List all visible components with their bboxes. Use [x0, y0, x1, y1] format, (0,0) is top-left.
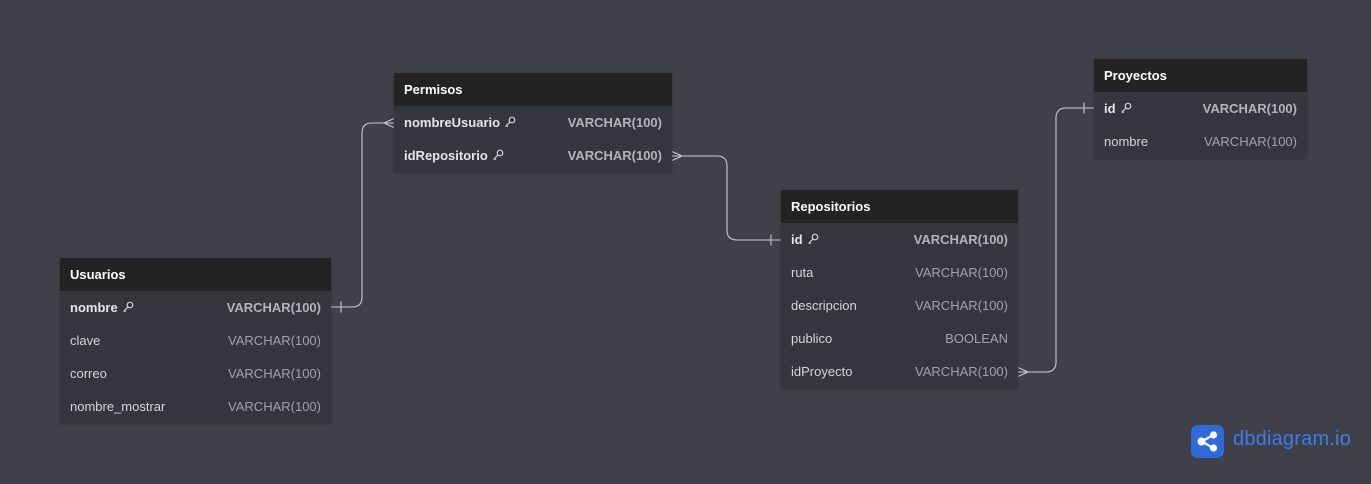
column-name: nombre_mostrar [70, 399, 166, 414]
column-row[interactable]: nombreUsuario VARCHAR(100) [394, 106, 672, 139]
key-icon [1120, 102, 1131, 114]
column-name: idProyecto [791, 364, 853, 379]
column-row[interactable]: ruta VARCHAR(100) [781, 256, 1018, 289]
key-icon [505, 116, 516, 128]
column-type: VARCHAR(100) [913, 232, 1008, 247]
column-row[interactable]: publico BOOLEAN [781, 322, 1018, 355]
column-type: VARCHAR(100) [915, 265, 1008, 280]
column-type: VARCHAR(100) [567, 148, 662, 163]
table-proyectos[interactable]: Proyectos id VARCHAR(100) nombre VARCHAR… [1094, 59, 1307, 158]
column-name: nombre [1104, 134, 1149, 149]
key-icon [492, 149, 504, 161]
brand-text: dbdiagram.io [1233, 428, 1352, 450]
table-header[interactable]: Usuarios [60, 258, 331, 291]
key-icon [122, 301, 134, 313]
table-permisos[interactable]: Permisos nombreUsuario VARCHAR(100) idRe… [394, 73, 672, 172]
relationship-repositorios-proyectos [1018, 107, 1094, 373]
column-type: VARCHAR(100) [1202, 101, 1297, 116]
column-name: id [791, 232, 803, 247]
table-usuarios[interactable]: Usuarios nombre VARCHAR(100) clave VARCH… [60, 258, 331, 423]
table-header[interactable]: Permisos [394, 73, 672, 106]
column-row[interactable]: id VARCHAR(100) [1094, 92, 1307, 125]
column-type: VARCHAR(100) [915, 364, 1008, 379]
column-row[interactable]: idRepositorio VARCHAR(100) [394, 139, 672, 172]
column-type: VARCHAR(100) [228, 333, 321, 348]
column-name: correo [70, 366, 107, 381]
share-icon [1191, 425, 1224, 458]
column-name: clave [70, 333, 101, 348]
many-marker-permisos [382, 117, 395, 129]
relationship-usuarios-permisos [331, 122, 394, 308]
column-type: BOOLEAN [945, 331, 1008, 346]
relationship-permisos-repositorios [672, 155, 781, 241]
column-name: id [1104, 101, 1116, 116]
column-type: VARCHAR(100) [567, 115, 662, 130]
many-marker-permisos-repo [671, 150, 684, 162]
column-name: ruta [791, 265, 814, 280]
column-type: VARCHAR(100) [228, 399, 321, 414]
key-icon [807, 233, 818, 245]
table-header[interactable]: Proyectos [1094, 59, 1307, 92]
table-header[interactable]: Repositorios [781, 190, 1018, 223]
column-row[interactable]: id VARCHAR(100) [781, 223, 1018, 256]
table-repositorios[interactable]: Repositorios id VARCHAR(100) ruta VARCHA… [781, 190, 1018, 388]
column-row[interactable]: clave VARCHAR(100) [60, 324, 331, 357]
column-row[interactable]: nombre VARCHAR(100) [1094, 125, 1307, 158]
column-name: publico [791, 331, 833, 346]
column-row[interactable]: nombre VARCHAR(100) [60, 291, 331, 324]
column-type: VARCHAR(100) [226, 300, 321, 315]
column-name: nombre [70, 300, 118, 315]
column-row[interactable]: descripcion VARCHAR(100) [781, 289, 1018, 322]
column-name: descripcion [791, 298, 857, 313]
column-type: VARCHAR(100) [915, 298, 1008, 313]
column-name: nombreUsuario [404, 115, 501, 130]
column-row[interactable]: idProyecto VARCHAR(100) [781, 355, 1018, 388]
column-name: idRepositorio [404, 148, 488, 163]
column-row[interactable]: nombre_mostrar VARCHAR(100) [60, 390, 331, 423]
column-type: VARCHAR(100) [228, 366, 321, 381]
many-marker-repositorios [1017, 366, 1030, 378]
column-row[interactable]: correo VARCHAR(100) [60, 357, 331, 390]
column-type: VARCHAR(100) [1204, 134, 1297, 149]
